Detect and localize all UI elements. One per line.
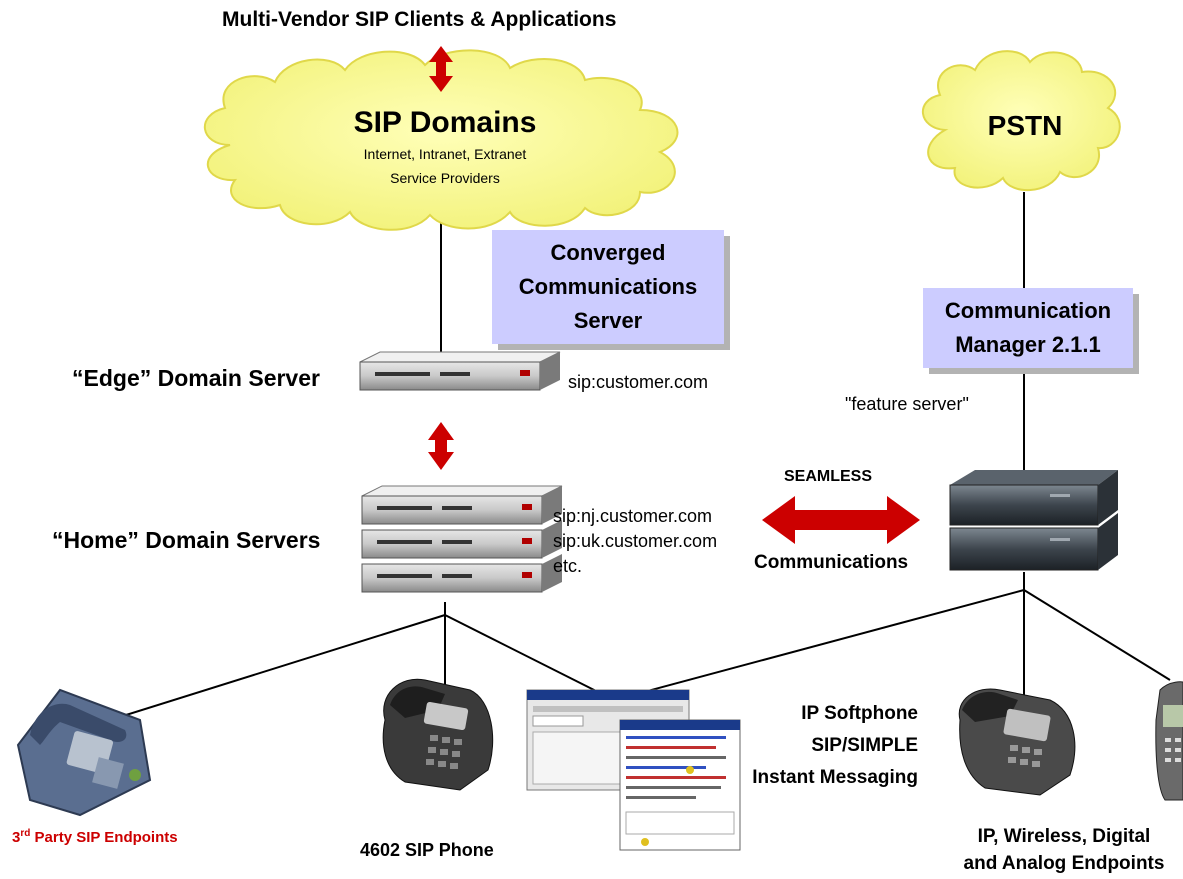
converged-communications-server-box: Converged Communications Server bbox=[492, 230, 724, 344]
top-arrow bbox=[429, 46, 453, 92]
home-servers-addresses: sip:nj.customer.com sip:uk.customer.com … bbox=[553, 504, 717, 579]
home-address-etc: etc. bbox=[553, 556, 583, 576]
third-party-superscript: rd bbox=[20, 828, 31, 839]
feature-server-label: "feature server" bbox=[845, 394, 969, 414]
edge-home-arrow bbox=[428, 422, 454, 470]
line-home-3rdparty bbox=[109, 614, 446, 721]
third-party-prefix: 3 bbox=[12, 829, 21, 846]
third-party-phone-icon bbox=[16, 688, 152, 817]
ip-wireless-line1: IP, Wireless, Digital bbox=[977, 826, 1151, 847]
line-softphone-cm bbox=[613, 589, 1025, 701]
top-label: Multi-Vendor SIP Clients & Applications bbox=[222, 8, 617, 31]
sip-phone-4602-icon bbox=[382, 678, 494, 791]
arrows bbox=[428, 46, 920, 544]
ccs-line1: Converged bbox=[550, 240, 666, 265]
third-party-endpoints-label: 3rd Party SIP Endpoints bbox=[12, 828, 178, 846]
communications-label: Communications bbox=[754, 552, 909, 573]
ip-phone-icon bbox=[958, 688, 1076, 796]
home-address-uk: sip:uk.customer.com bbox=[553, 531, 718, 551]
cm-line2: Manager 2.1.1 bbox=[955, 332, 1101, 357]
softphone-window-icon bbox=[526, 689, 741, 851]
connection-lines bbox=[109, 192, 1171, 721]
ccs-line2: Communications bbox=[518, 274, 698, 299]
line-home-softphone bbox=[444, 614, 615, 701]
home-servers-label: “Home” Domain Servers bbox=[52, 527, 321, 553]
sip-cloud-line1: Internet, Intranet, Extranet bbox=[363, 146, 527, 162]
home-servers bbox=[361, 485, 563, 593]
cm-line1: Communication bbox=[944, 298, 1112, 323]
communication-manager-box: Communication Manager 2.1.1 bbox=[923, 288, 1133, 368]
line-cm-wireless bbox=[1023, 589, 1171, 681]
seamless-arrow bbox=[762, 496, 920, 544]
softphone-line1: IP Softphone bbox=[801, 703, 918, 724]
softphone-line3: Instant Messaging bbox=[752, 767, 918, 788]
seamless-label: SEAMLESS bbox=[784, 468, 873, 485]
softphone-labels: IP Softphone SIP/SIMPLE Instant Messagin… bbox=[708, 698, 918, 794]
sip-cloud-title: SIP Domains bbox=[353, 106, 537, 139]
sip-phone-4602-label: 4602 SIP Phone bbox=[360, 840, 494, 860]
sip-domains-cloud bbox=[204, 49, 679, 231]
sip-cloud-text: SIP Domains Internet, Intranet, Extranet… bbox=[290, 104, 600, 190]
edge-server bbox=[359, 351, 561, 391]
softphone-line2: SIP/SIMPLE bbox=[811, 735, 918, 756]
sip-cloud-line2: Service Providers bbox=[390, 170, 500, 186]
wireless-handset-icon bbox=[1155, 681, 1183, 801]
pstn-cloud bbox=[921, 50, 1121, 191]
ip-wireless-line2: and Analog Endpoints bbox=[963, 853, 1165, 874]
ccs-line3: Server bbox=[573, 308, 643, 333]
feature-server bbox=[949, 470, 1118, 571]
pstn-label: PSTN bbox=[987, 110, 1063, 141]
home-address-nj: sip:nj.customer.com bbox=[553, 506, 713, 526]
ip-wireless-endpoints-label: IP, Wireless, Digital and Analog Endpoin… bbox=[948, 823, 1180, 877]
edge-server-address: sip:customer.com bbox=[568, 372, 709, 392]
third-party-rest: Party SIP Endpoints bbox=[30, 829, 178, 846]
edge-server-label: “Edge” Domain Server bbox=[72, 365, 320, 391]
